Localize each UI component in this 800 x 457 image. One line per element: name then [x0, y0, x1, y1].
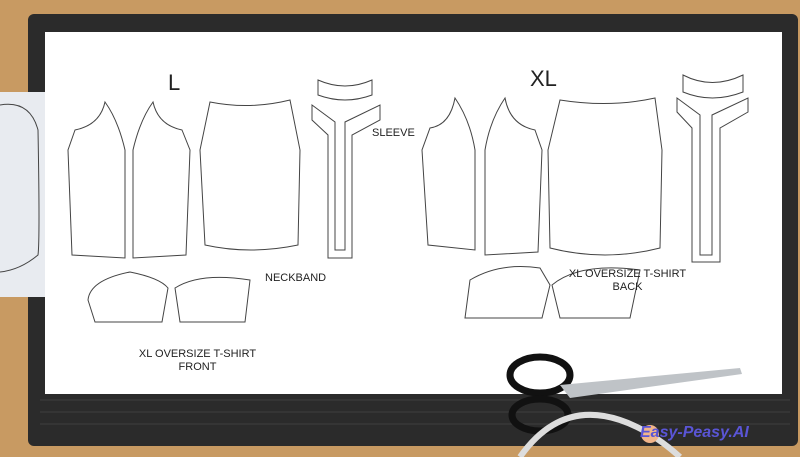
- l-back: [199, 99, 301, 251]
- size-label-xl: XL: [530, 66, 557, 91]
- pattern-pieces: [0, 74, 749, 323]
- pattern-paper: [45, 32, 782, 394]
- xl-back: [547, 97, 663, 256]
- xl-neckband: [682, 74, 744, 99]
- partial-piece: [0, 103, 40, 273]
- sleeve-label: SLEEVE: [372, 127, 415, 139]
- xl-sleeve-piece-1: [464, 266, 551, 319]
- xl-sleeve: [676, 97, 749, 263]
- measuring-tape: [517, 411, 683, 457]
- l-front-left: [67, 100, 126, 259]
- mat-grid: [40, 399, 790, 425]
- l-sleeve: [311, 104, 381, 259]
- xl-sleeve-piece-2: [551, 267, 641, 319]
- back-label: XL OVERSIZE T-SHIRT BACK: [568, 268, 687, 293]
- watermark-logo: [641, 425, 659, 443]
- l-neckband: [317, 79, 373, 101]
- extra-paper-sheet: [0, 92, 48, 297]
- xl-front-right: [484, 96, 543, 256]
- size-label-l: L: [168, 70, 181, 95]
- watermark: Easy-Peasy.AI: [640, 424, 749, 441]
- l-front-right: [132, 100, 191, 259]
- xl-front-left: [421, 96, 476, 251]
- l-sleeve-piece-1: [87, 271, 169, 323]
- l-sleeve-piece-2: [174, 276, 251, 323]
- neckband-label: NECKBAND: [265, 272, 327, 284]
- front-label: XL OVERSIZE T-SHIRT FRONT: [138, 348, 257, 373]
